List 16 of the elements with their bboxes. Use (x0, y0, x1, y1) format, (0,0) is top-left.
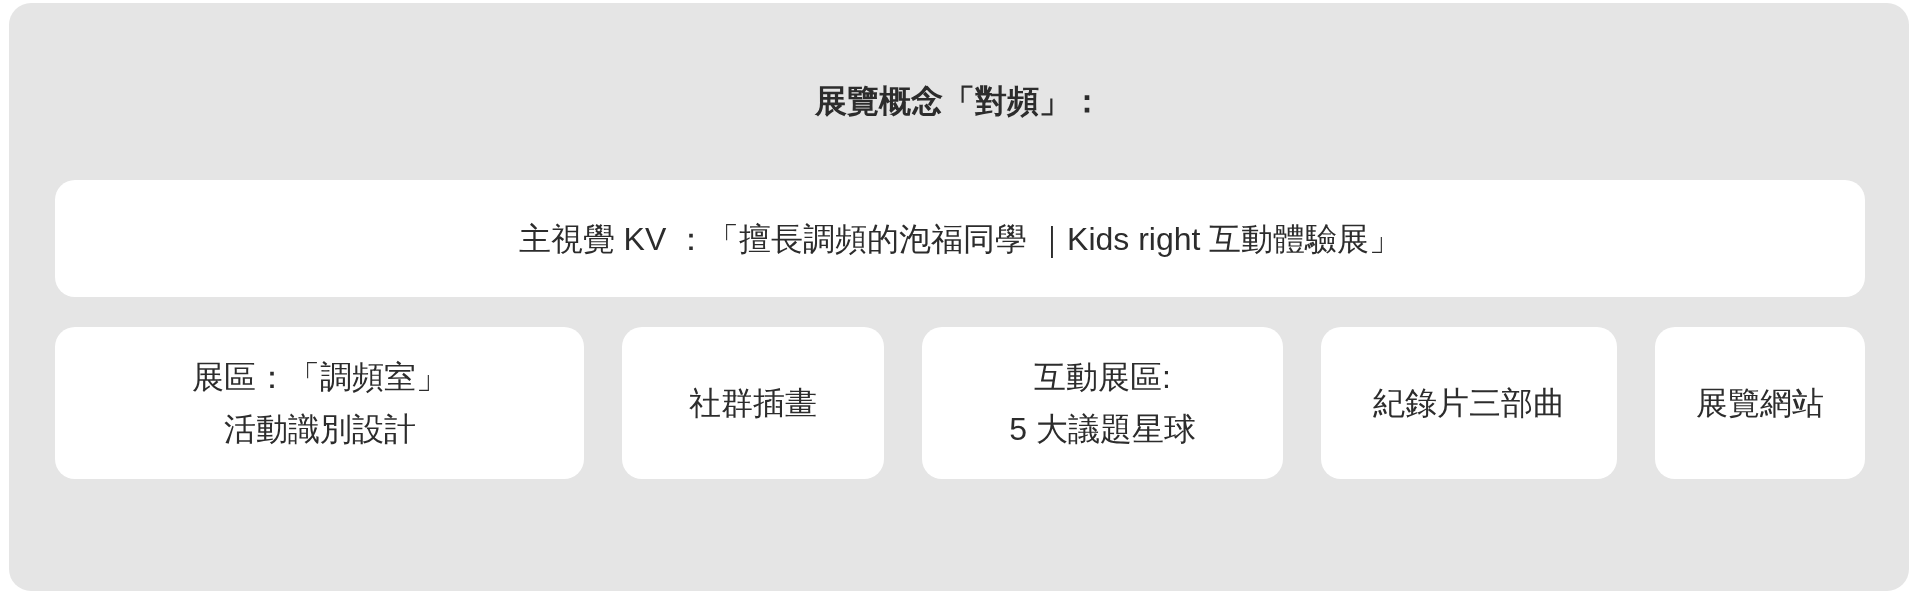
panel-heading: 展覽概念「對頻」： (815, 82, 1103, 121)
panel (9, 3, 1909, 591)
card (55, 180, 1865, 297)
card-text: 社群插畫 (689, 384, 817, 423)
card-text: 展區：「調頻室」 (191, 358, 448, 397)
card-text: 紀錄片三部曲 (1373, 384, 1565, 423)
card (1321, 327, 1617, 479)
card-text: 活動識別設計 (223, 410, 416, 449)
card-text: 展覽網站 (1696, 384, 1824, 423)
card (622, 327, 884, 479)
card (922, 327, 1283, 479)
card-text: 互動展區: (1034, 358, 1171, 397)
card-text: 主視覺 KV ：「擅長調頻的泡福同學 ｜Kids right 互動體驗展」 (518, 219, 1402, 260)
card (55, 327, 584, 479)
card (1655, 327, 1865, 479)
card-text: 5 大議題星球 (1009, 410, 1196, 449)
